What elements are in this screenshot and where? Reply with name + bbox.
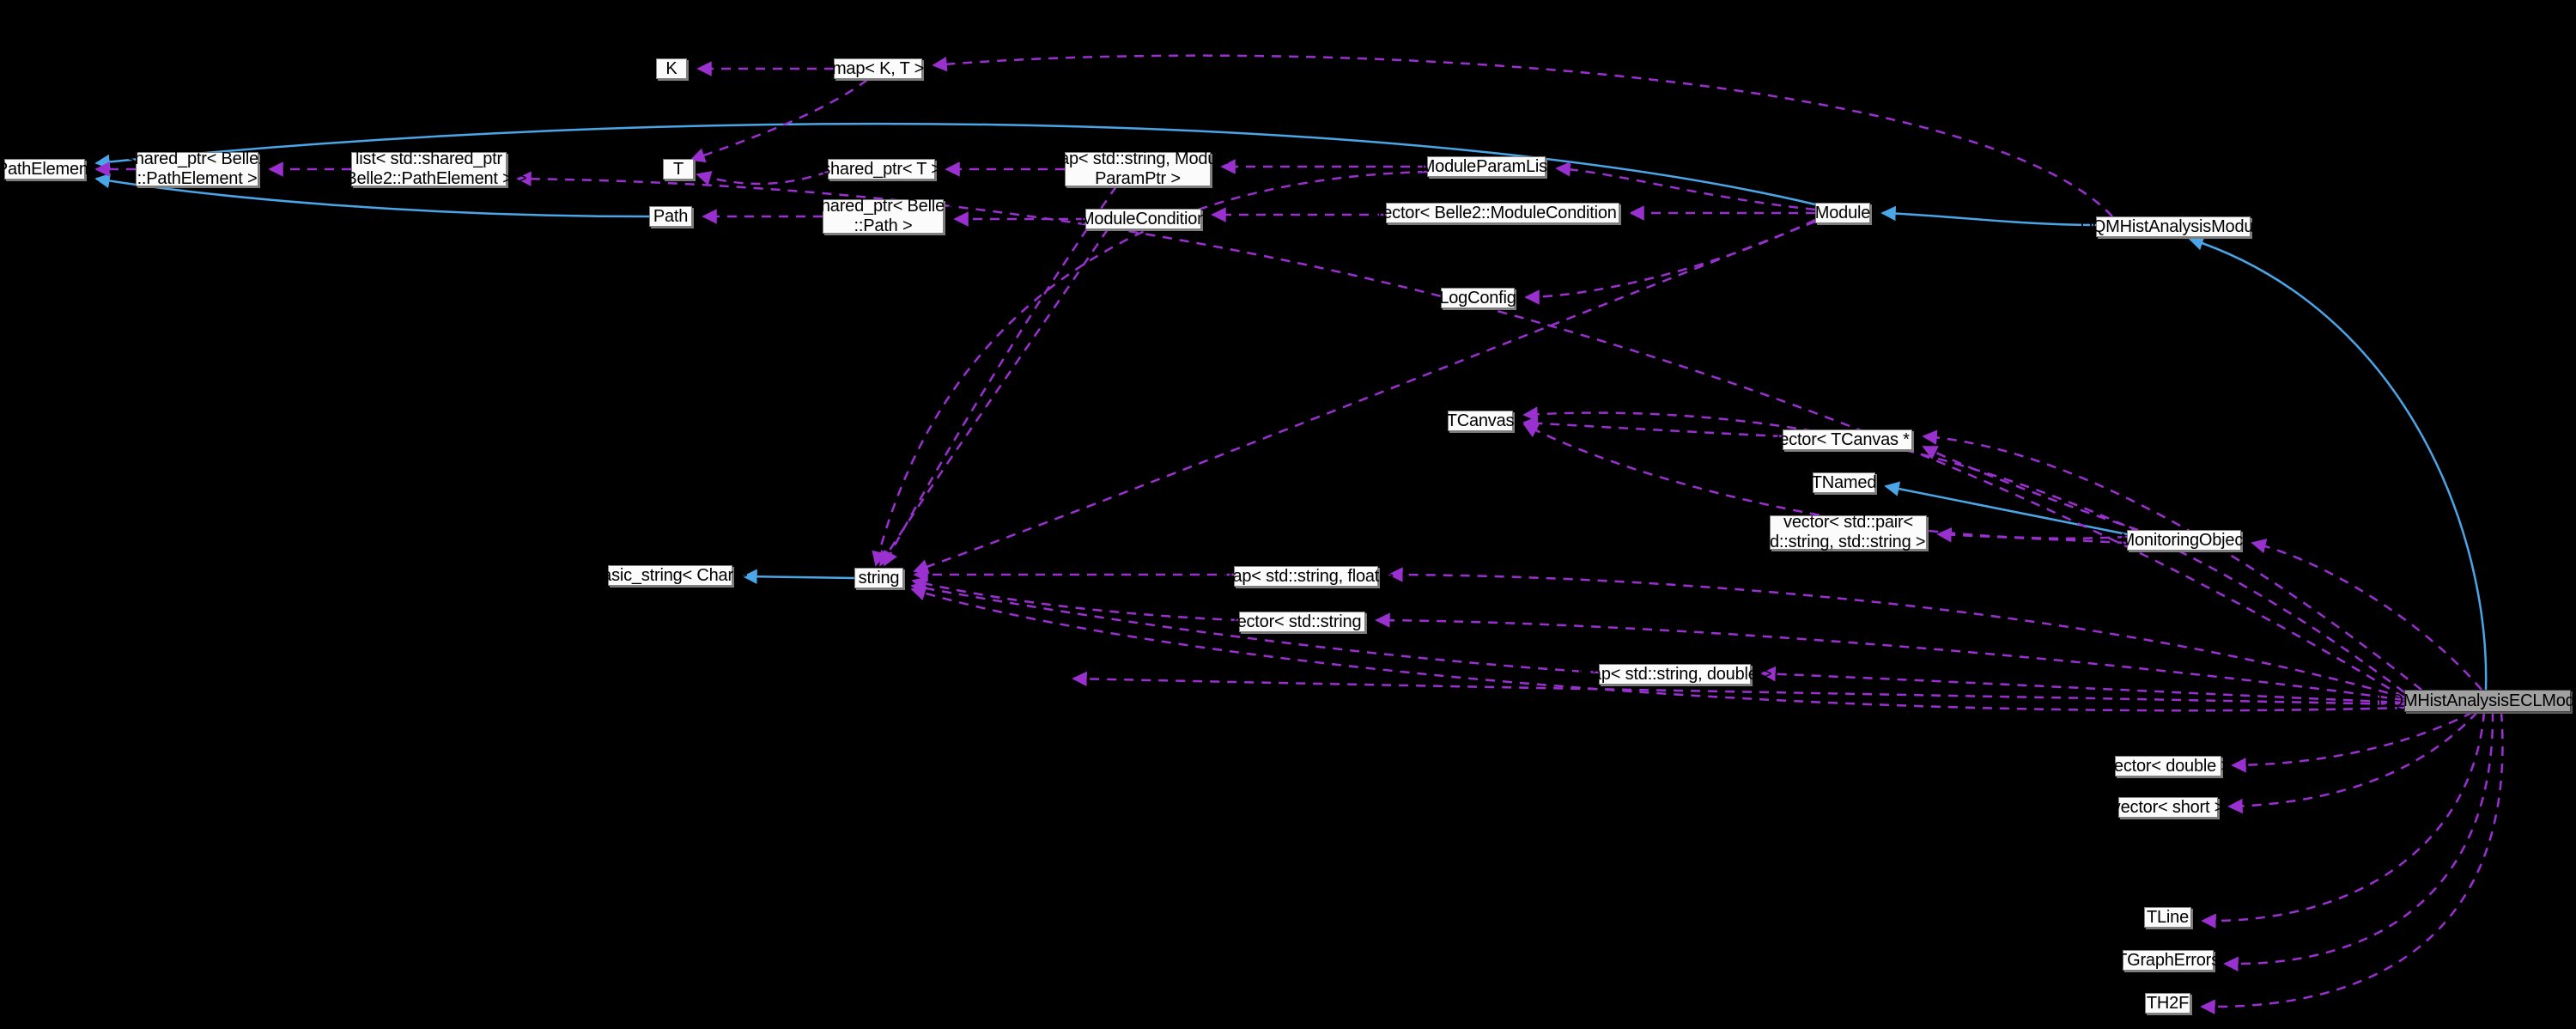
graph-node-label: TLine: [2146, 907, 2190, 927]
edge-dqmhistanalysis-module: [1880, 205, 2097, 227]
graph-node-sharedptr_pe[interactable]: shared_ptr< Belle2 ::PathElement >: [126, 149, 268, 188]
graph-node-vec_tcanvas[interactable]: vector< TCanvas * >: [1771, 429, 1924, 450]
inheritance-edges: [94, 122, 2488, 691]
graph-node-label: TGraphErrors: [2117, 950, 2220, 970]
graph-node-vec_short[interactable]: vector< short >: [2112, 797, 2224, 818]
graph-node-label: ModuleParamList: [1420, 156, 1552, 176]
graph-node-label: vector< Belle2::ModuleCondition >: [1374, 203, 1631, 222]
graph-node-label: ModuleCondition: [1079, 209, 1207, 228]
graph-node-label: shared_ptr< Belle2 ::PathElement >: [126, 149, 268, 188]
edge-modulecondition-string: [878, 228, 1109, 567]
graph-node-label: MonitoringObject: [2120, 530, 2248, 550]
graph-node-list_sharedptr_pe[interactable]: list< std::shared_ptr < Belle2::PathElem…: [331, 149, 527, 188]
graph-node-sharedptr_t[interactable]: shared_ptr< T >: [822, 159, 941, 180]
graph-node-vec_double[interactable]: vector< double >: [2105, 756, 2231, 776]
graph-node-label: Module: [1814, 203, 1871, 222]
edge-path-pathelement: [94, 173, 650, 218]
graph-node-path[interactable]: Path: [649, 206, 692, 227]
graph-node-map_k_t[interactable]: map< K, T >: [831, 58, 925, 79]
graph-node-tgrapherrors[interactable]: TGraphErrors: [2117, 950, 2220, 971]
graph-node-label: vector< short >: [2111, 797, 2225, 817]
edge-ecl-vecdouble: [2231, 710, 2474, 773]
graph-node-label: shared_ptr< Belle2 ::Path >: [812, 197, 954, 235]
edge-ecl-vecshort: [2227, 711, 2478, 814]
edge-ecl-mapstrdouble: [1760, 666, 2405, 704]
edge-vecstring-string: [911, 576, 1240, 622]
graph-node-tcanvas[interactable]: TCanvas: [1446, 411, 1515, 431]
graph-node-tline[interactable]: TLine: [2144, 907, 2191, 928]
graph-node-module[interactable]: Module: [1815, 203, 1870, 223]
graph-node-label: PathElement: [0, 159, 94, 179]
edge-monitoringobject-tcanvas: [1522, 423, 2128, 540]
edge-ecl-tcanvas: [1522, 406, 2405, 693]
graph-node-map_str_float[interactable]: map< std::string, float >: [1218, 566, 1394, 587]
edge-ecl-mapstrfloat: [1388, 567, 2405, 699]
graph-node-label: map< std::string, double >: [1577, 664, 1772, 684]
graph-node-label: vector< double >: [2105, 756, 2231, 776]
edge-monitoringobject-vectcanvas: [1922, 445, 2139, 532]
edge-ecl-vectcanvas: [1922, 429, 2422, 691]
edge-ecl-th2f: [2200, 711, 2504, 1015]
graph-node-label: T: [672, 159, 684, 179]
graph-node-label: vector< TCanvas * >: [1771, 429, 1924, 449]
graph-node-string[interactable]: string: [854, 568, 903, 588]
graph-node-t[interactable]: T: [663, 159, 694, 180]
graph-node-label: K: [665, 58, 677, 78]
graph-node-label: Path: [653, 206, 689, 226]
graph-node-label: TNamed: [1811, 472, 1877, 492]
graph-node-label: shared_ptr< T >: [822, 159, 941, 179]
edge-module-moduleparamlist: [1555, 161, 1816, 211]
edge-sharedptrt-t: [696, 170, 829, 186]
graph-node-dqmeclmodule[interactable]: DQMHistAnalysisECLModule: [2378, 690, 2576, 712]
graph-node-basic_string[interactable]: basic_string< Char >: [592, 565, 748, 586]
edge-mapkt-t: [690, 78, 868, 163]
edge-module-string: [913, 220, 1816, 575]
edge-ecl-monitoringobject: [2251, 539, 2482, 691]
graph-node-label: list< std::shared_ptr < Belle2::PathElem…: [331, 149, 527, 188]
edge-string-basicstring: [742, 569, 855, 584]
graph-node-label: map< std::string, float >: [1218, 566, 1394, 586]
graph-node-label: DQMHistAnalysisModule: [2080, 216, 2267, 236]
graph-node-logconfig[interactable]: LogConfig: [1439, 288, 1516, 308]
edge-dqmhistanalysis-mapkt: [932, 54, 2113, 217]
graph-node-label: vector< std::pair< std::string, std::str…: [1756, 513, 1941, 551]
edge-ecl-tline: [2201, 711, 2486, 929]
graph-node-label: vector< std::string >: [1228, 612, 1376, 631]
graph-node-dqmhistanalysis[interactable]: DQMHistAnalysisModule: [2081, 216, 2267, 237]
graph-node-label: map< K, T >: [831, 58, 925, 78]
graph-node-label: map< std::string, Module ParamPtr >: [1045, 149, 1230, 188]
graph-node-label: TH2F: [2146, 993, 2190, 1013]
graph-node-th2f[interactable]: TH2F: [2145, 993, 2190, 1014]
edge-module-logconfig: [1524, 218, 1816, 305]
graph-node-label: DQMHistAnalysisECLModule: [2378, 691, 2576, 710]
graph-node-sharedptr_path[interactable]: shared_ptr< Belle2 ::Path >: [812, 197, 954, 235]
graph-node-monitoringobject[interactable]: MonitoringObject: [2121, 530, 2248, 551]
edge-ecl-dqmhistanalysis: [2188, 235, 2488, 691]
graph-node-tnamed[interactable]: TNamed: [1811, 472, 1877, 493]
edge-vectcanvas-tcanvas: [1522, 416, 1783, 438]
edge-ecl-vecstring: [1375, 612, 2405, 702]
graph-node-vec_modcondition[interactable]: vector< Belle2::ModuleCondition >: [1374, 203, 1631, 223]
edge-mapstrmodparam-string: [883, 186, 1118, 567]
graph-node-map_str_double[interactable]: map< std::string, double >: [1577, 664, 1772, 685]
edge-ecl-listsharedptrpe: [516, 171, 2405, 699]
graph-node-moduleparamlist[interactable]: ModuleParamList: [1421, 156, 1552, 177]
edge-ecl-tgrapherrors: [2223, 711, 2494, 972]
graph-node-k[interactable]: K: [656, 58, 687, 79]
graph-node-label: basic_string< Char >: [592, 565, 748, 585]
graph-node-label: LogConfig: [1439, 288, 1516, 307]
graph-node-pathelement[interactable]: PathElement: [0, 159, 93, 180]
graph-node-vec_pair_str_str[interactable]: vector< std::pair< std::string, std::str…: [1757, 513, 1941, 551]
usage-edges: [94, 54, 2504, 1015]
graph-node-modulecondition[interactable]: ModuleCondition: [1080, 209, 1206, 229]
edge-mapstrdouble-string: [910, 581, 1600, 674]
graph-node-label: TCanvas: [1446, 411, 1515, 430]
graph-node-map_str_modparam[interactable]: map< std::string, Module ParamPtr >: [1046, 149, 1230, 188]
edge-ecl-string: [910, 586, 2405, 712]
edge-moduleparamlist-string: [872, 170, 1428, 567]
edge-module-pathelement: [94, 122, 1816, 206]
graph-node-label: string: [858, 568, 900, 588]
graph-node-vec_string[interactable]: vector< std::string >: [1229, 612, 1376, 632]
